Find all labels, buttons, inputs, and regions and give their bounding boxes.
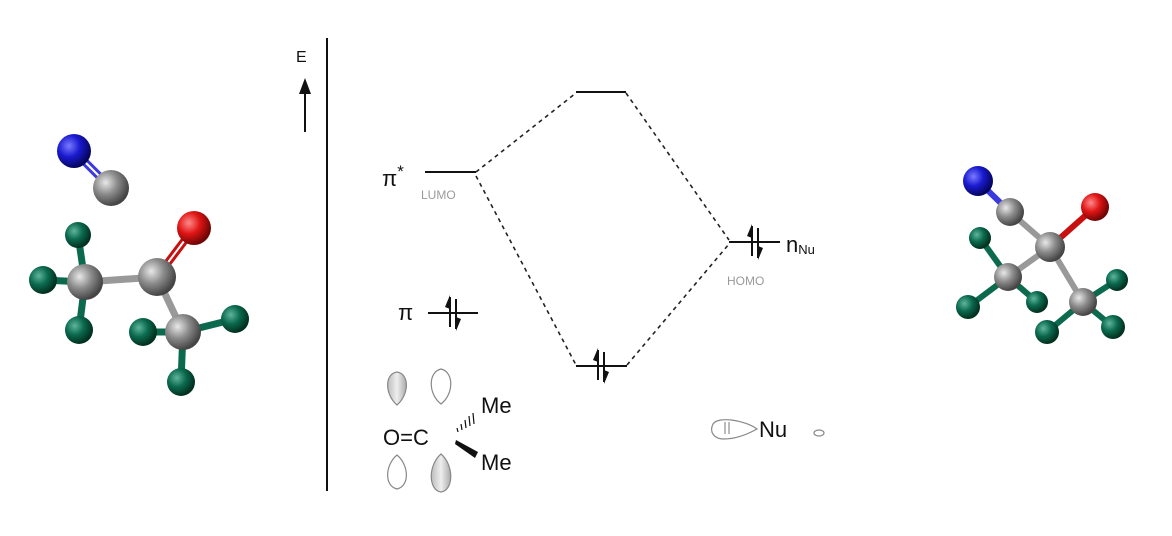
hydrogen-atom	[956, 295, 980, 319]
nitrogen-atom	[57, 134, 91, 168]
carbonyl-p-orbitals-icon	[387, 368, 452, 493]
hydrogen-atom	[1101, 315, 1125, 339]
hydrogen-atom	[969, 227, 991, 249]
homo-label: HOMO	[727, 274, 764, 288]
reactants-molecule-model	[29, 134, 249, 396]
energy-arrow-icon	[299, 78, 311, 132]
oxygen-atom	[177, 211, 211, 245]
carbon-atom	[994, 263, 1022, 291]
carbon-atom	[67, 264, 103, 300]
hydrogen-atom	[167, 368, 195, 396]
carbon-atom	[165, 314, 201, 350]
small-lobe-icon	[813, 429, 825, 437]
nitrogen-atom	[963, 166, 993, 196]
pi-star-label: π*	[382, 162, 404, 191]
energy-axis-label: E	[296, 49, 307, 66]
lumo-label: LUMO	[421, 188, 456, 202]
hydrogen-atom	[1035, 320, 1059, 344]
hydrogen-atom	[65, 316, 93, 344]
correlation-lines	[475, 92, 730, 366]
hydrogen-atom	[221, 305, 249, 333]
carbon-atom	[1035, 232, 1065, 262]
methyl-bottom-label: Me	[481, 450, 512, 475]
nucleophile-label: Nu	[759, 417, 787, 442]
hydrogen-atom	[65, 222, 91, 248]
carbonyl-formula: O=C	[383, 425, 429, 450]
hashed-bond-icon	[456, 412, 475, 433]
n-nu-label: nNu	[786, 232, 815, 257]
electron-pair-icon	[445, 295, 461, 331]
carbon-atom	[93, 170, 129, 206]
product-molecule-model	[956, 166, 1128, 344]
electron-pair-icon	[747, 224, 763, 260]
carbon-atom	[1069, 288, 1097, 316]
hydrogen-atom	[1106, 269, 1128, 291]
electron-pair-icon	[593, 348, 609, 384]
carbon-atom	[996, 198, 1024, 226]
oxygen-atom	[1081, 193, 1109, 221]
hydrogen-atom	[1026, 291, 1048, 313]
nucleophile-lone-pair-orbital-icon	[711, 419, 759, 440]
wedge-bond-icon	[455, 440, 478, 458]
pi-label: π	[398, 300, 413, 325]
hydrogen-atom	[29, 266, 57, 294]
methyl-top-label: Me	[481, 393, 512, 418]
hydrogen-atom	[129, 318, 157, 346]
carbon-atom	[138, 258, 176, 296]
